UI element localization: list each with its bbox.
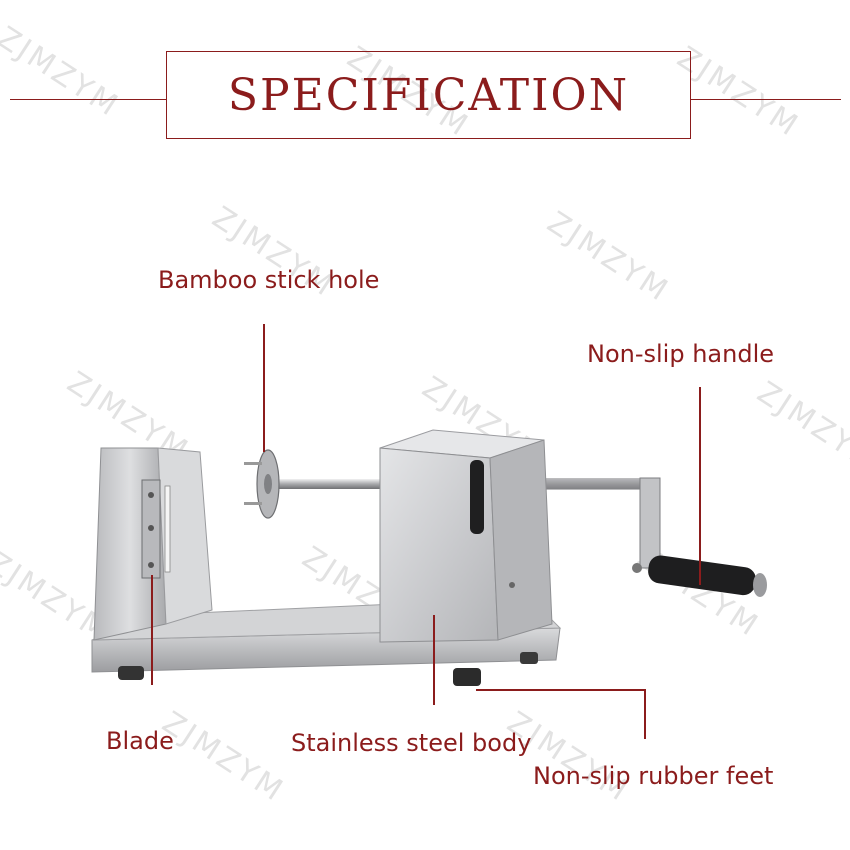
leader-stainless-steel-body — [433, 615, 435, 705]
label-blade: Blade — [106, 727, 174, 755]
label-bamboo-stick-hole: Bamboo stick hole — [158, 266, 380, 294]
rubber-foot — [453, 668, 481, 686]
leader-bamboo-stick-hole — [263, 324, 265, 452]
handle-grip — [648, 555, 756, 596]
title-rule-right — [691, 99, 841, 100]
leader-blade — [151, 575, 153, 685]
rubber-foot — [520, 652, 538, 664]
label-stainless-steel-body: Stainless steel body — [291, 729, 532, 757]
body-slot — [470, 460, 484, 534]
blade-panel-front — [157, 447, 213, 625]
leader-rubber-feet-horizontal — [476, 689, 645, 691]
leader-rubber-feet-vertical — [644, 689, 646, 739]
title-frame: SPECIFICATION — [166, 51, 691, 139]
label-non-slip-rubber-feet: Non-slip rubber feet — [533, 762, 774, 790]
label-non-slip-handle: Non-slip handle — [587, 340, 775, 368]
page-title: SPECIFICATION — [227, 69, 630, 121]
body-side — [489, 439, 553, 641]
title-rule-left — [10, 99, 166, 100]
leader-non-slip-handle — [699, 387, 701, 585]
rubber-foot — [118, 666, 144, 680]
crank-arm — [639, 477, 661, 569]
